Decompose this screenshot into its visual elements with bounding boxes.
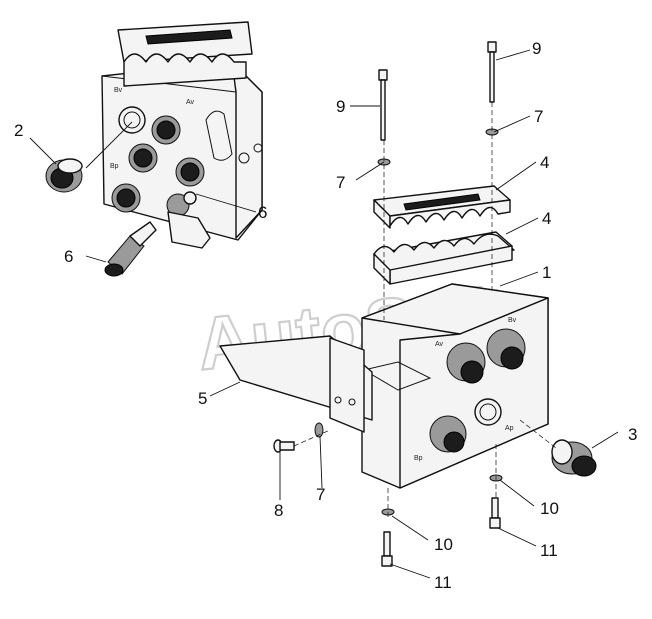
port-mark-main-bp: Bp [414,455,423,462]
callout-10-left: 10 [434,535,453,554]
screw-part-8 [273,439,295,453]
elbow-fitting-part-3 [551,439,597,477]
main-valve-body-part-1: Av Bv Ap Bp [361,283,549,489]
washer-part-7-bottom [314,422,324,438]
clamp-lower-part-4 [373,231,515,285]
assembly-axis-lines [293,102,557,520]
callout-4-upper: 4 [540,153,549,172]
bolt-part-9-left [378,69,388,141]
port-mark-top-av: Av [186,99,195,106]
callout-6-lower: 6 [64,247,73,266]
fitting-part-2 [45,158,83,193]
bolt-part-11-right [489,497,501,529]
callout-9-left: 9 [336,97,345,116]
clamp-upper-part-4 [373,185,511,229]
bolt-part-11-left [381,531,393,567]
port-mark-top-bp: Bp [110,163,119,170]
callout-7-left: 7 [336,173,345,192]
callout-labels: 2 6 6 9 9 7 7 4 4 1 5 8 7 3 10 10 11 11 [14,39,637,592]
callout-7-bottom: 7 [316,485,325,504]
callout-4-lower: 4 [542,209,551,228]
callout-9-right: 9 [532,39,541,58]
callout-5: 5 [198,389,207,408]
callout-2: 2 [14,121,23,140]
port-mark-top-bv: Bv [114,87,123,94]
callout-11-left: 11 [434,573,452,592]
port-mark-main-ap: Ap [505,425,514,432]
callout-7-right: 7 [534,107,543,126]
callout-11-right: 11 [540,541,558,560]
banjo-bolt-part-6 [104,221,157,277]
port-mark-main-av: Av [435,341,444,348]
bolt-part-9-right [487,41,497,103]
callout-8: 8 [274,501,283,520]
callout-10-right: 10 [540,499,559,518]
assembled-valve-block: Bv Av Bp [101,21,263,249]
leader-lines [29,49,619,579]
port-mark-main-bv: Bv [508,317,517,324]
callout-6-upper: 6 [258,203,267,222]
mounting-bracket-part-5 [219,335,373,433]
callout-1: 1 [542,263,551,282]
callout-3: 3 [628,425,637,444]
